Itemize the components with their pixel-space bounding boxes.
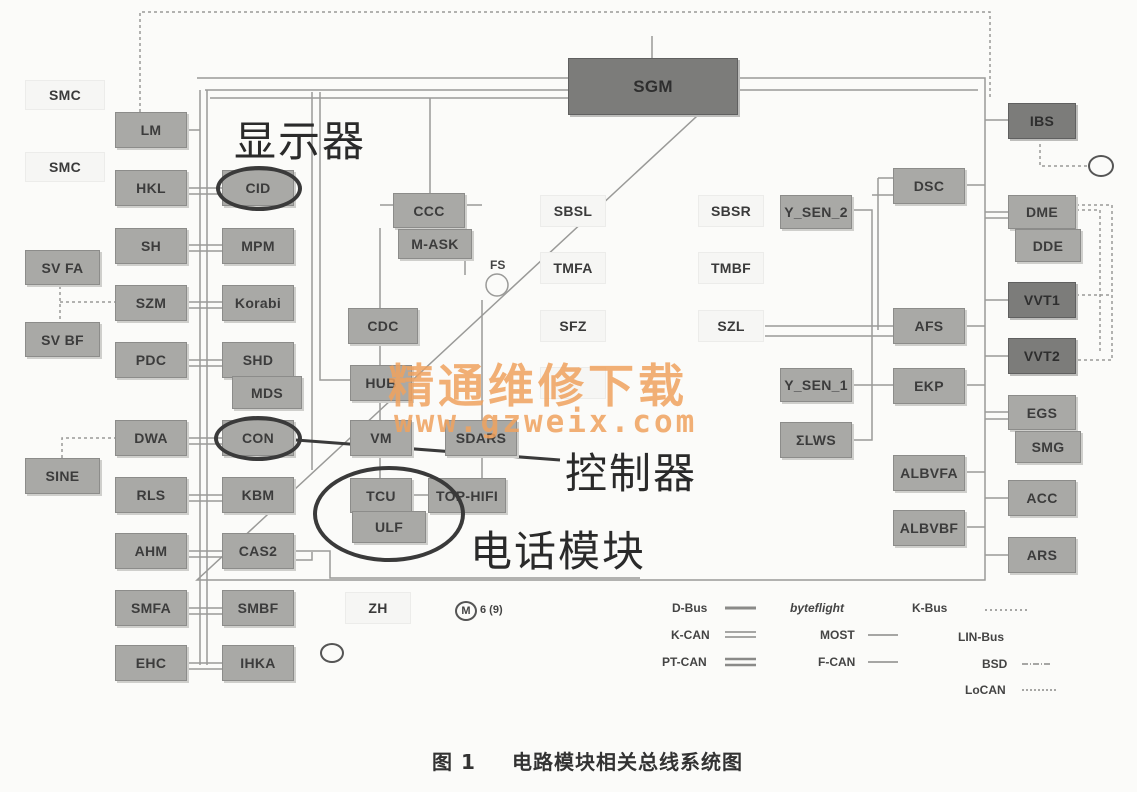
module-smfa: SMFA — [115, 590, 187, 626]
module-sbsl: SBSL — [540, 195, 606, 227]
module-vvt1: VVT1 — [1008, 282, 1076, 318]
motor-count: 6 (9) — [480, 604, 503, 616]
module-ccc: CCC — [393, 193, 465, 228]
legend-pt-can: PT-CAN — [662, 655, 707, 669]
module-sv-bf: SV BF — [25, 322, 100, 357]
module-mpm: MPM — [222, 228, 294, 264]
module-sine: SINE — [25, 458, 100, 494]
legend-bsd: BSD — [982, 657, 1008, 671]
module-pdc: PDC — [115, 342, 187, 378]
watermark-url: www.gzweix.com — [394, 404, 698, 440]
module-szm: SZM — [115, 285, 187, 321]
module-vm: VM — [350, 420, 412, 456]
module-y-sen-2: Y_SEN_2 — [780, 195, 852, 229]
module-hkl: HKL — [115, 170, 187, 206]
module-zh: ZH — [345, 592, 411, 624]
legend-locan: LoCAN — [965, 683, 1006, 697]
module-obscured — [540, 367, 606, 399]
legend-byteflight: byteflight — [790, 601, 844, 615]
watermark-name: 精通维修下载 — [388, 359, 688, 413]
module-hub: HUB — [350, 365, 412, 401]
fs-label: FS — [490, 258, 506, 272]
module-korabi: Korabi — [222, 285, 294, 321]
module-sv-fa: SV FA — [25, 250, 100, 285]
annotation-phone-module: 电话模块 — [470, 527, 647, 576]
module-dsc: DSC — [893, 168, 965, 204]
module-dwa: DWA — [115, 420, 187, 456]
annotation-controller: 控制器 — [565, 449, 698, 498]
module-sfz: SFZ — [540, 310, 606, 342]
generator-icon — [1088, 155, 1114, 177]
motor-icon: M — [455, 601, 477, 621]
motor-icon-small — [320, 643, 344, 663]
module-albvfa: ALBVFA — [893, 455, 965, 491]
module-afs: AFS — [893, 308, 965, 344]
module-ibs: IBS — [1008, 103, 1076, 139]
module-cas2: CAS2 — [222, 533, 294, 569]
legend-most: MOST — [820, 628, 855, 642]
module-szl: SZL — [698, 310, 764, 342]
module-y-sen-1: Y_SEN_1 — [780, 368, 852, 402]
legend-k-can: K-CAN — [671, 628, 710, 642]
module-lm: LM — [115, 112, 187, 148]
module-ahm: AHM — [115, 533, 187, 569]
module-cdc: CDC — [348, 308, 418, 344]
module-smc-2: SMC — [25, 152, 105, 182]
highlight-ellipse-con — [214, 416, 302, 461]
module-dme: DME — [1008, 195, 1076, 229]
module-sbsr: SBSR — [698, 195, 764, 227]
legend-lin-bus: LIN-Bus — [958, 630, 1004, 644]
module-ars: ARS — [1008, 537, 1076, 573]
module-ehc: EHC — [115, 645, 187, 681]
module-shd: SHD — [222, 342, 294, 378]
figure-title: 电路模块相关总线系统图 — [512, 750, 743, 774]
annotation-display: 显示器 — [234, 117, 367, 166]
module-egs: EGS — [1008, 395, 1076, 430]
legend-f-can: F-CAN — [818, 655, 856, 669]
module-sh: SH — [115, 228, 187, 264]
motor-label: M — [461, 605, 471, 617]
legend-k-bus: K-Bus — [912, 601, 948, 615]
module-mds: MDS — [232, 376, 302, 409]
module-sgm: SGM — [568, 58, 738, 115]
figure-number: 图 1 — [432, 750, 476, 774]
module-tmbf: TMBF — [698, 252, 764, 284]
module-tmfa: TMFA — [540, 252, 606, 284]
module-ihka: IHKA — [222, 645, 294, 681]
legend-d-bus: D-Bus — [672, 601, 708, 615]
module-m-ask: M-ASK — [398, 229, 472, 259]
highlight-ellipse-cid — [216, 166, 302, 211]
module-ekp: EKP — [893, 368, 965, 404]
module-lws: ΣLWS — [780, 422, 852, 458]
module-acc: ACC — [1008, 480, 1076, 516]
module-albvbf: ALBVBF — [893, 510, 965, 546]
module-rls: RLS — [115, 477, 187, 513]
module-smg: SMG — [1015, 431, 1081, 463]
module-smc-1: SMC — [25, 80, 105, 110]
highlight-ellipse-tcu-ulf — [313, 466, 465, 562]
module-vvt2: VVT2 — [1008, 338, 1076, 374]
module-sdars: SDARS — [445, 420, 517, 456]
module-smbf: SMBF — [222, 590, 294, 626]
module-kbm: KBM — [222, 477, 294, 513]
module-dde: DDE — [1015, 229, 1081, 262]
